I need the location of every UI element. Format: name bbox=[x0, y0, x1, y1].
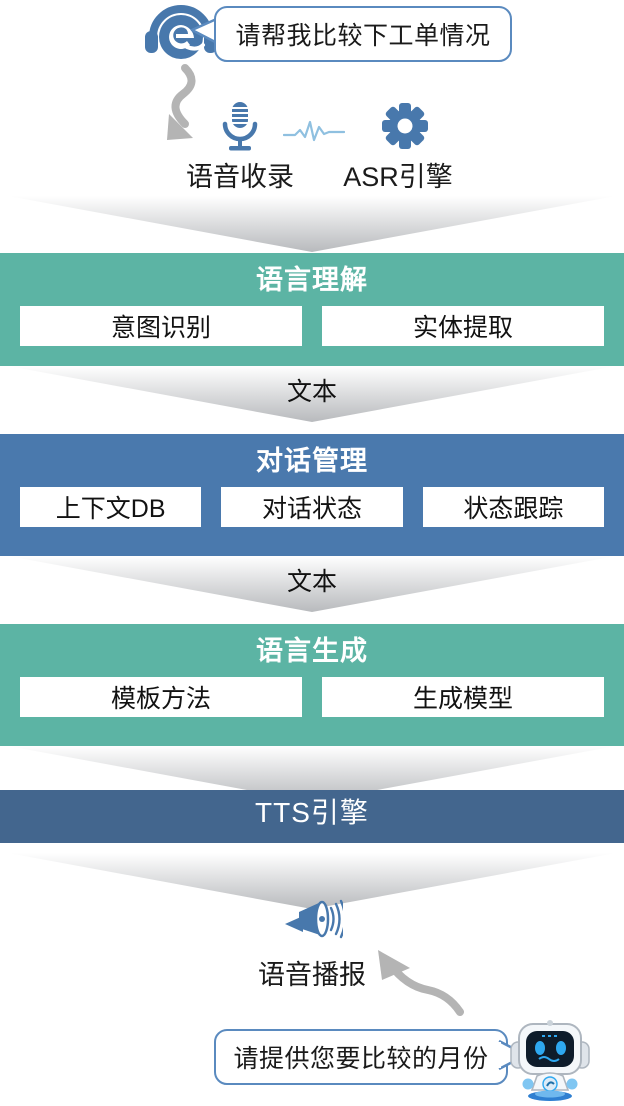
stage-item-template-method[interactable]: 模板方法 bbox=[20, 677, 302, 717]
microphone-icon bbox=[219, 100, 261, 152]
stage-tts-title: TTS引擎 bbox=[255, 797, 369, 828]
stage-nlu-items: 意图识别 实体提取 bbox=[0, 294, 624, 364]
stage-item-context-db[interactable]: 上下文DB bbox=[20, 487, 202, 527]
stage-nlu: 语言理解 意图识别 实体提取 bbox=[0, 253, 624, 366]
stage-nlu-title: 语言理解 bbox=[256, 265, 368, 295]
stage-nlg-title: 语言生成 bbox=[256, 636, 368, 666]
stage-tts-engine: TTS引擎 bbox=[0, 790, 624, 843]
label-voice-broadcast: 语音播报 bbox=[258, 960, 366, 990]
flow-connector-5 bbox=[0, 853, 624, 909]
curved-up-arrow-icon bbox=[366, 948, 468, 1020]
label-asr-engine: ASR引擎 bbox=[343, 162, 453, 192]
stage-nlg: 语言生成 模板方法 生成模型 bbox=[0, 624, 624, 746]
label-voice-capture: 语音收录 bbox=[186, 162, 294, 192]
flow-connector-2: 文本 bbox=[0, 366, 624, 422]
bot-speech-bubble: 请提供您要比较的月份 bbox=[214, 1029, 508, 1085]
stage-dialogue-management: 对话管理 上下文DB 对话状态 状态跟踪 bbox=[0, 434, 624, 556]
stage-item-state-tracking[interactable]: 状态跟踪 bbox=[422, 487, 604, 527]
user-speech-bubble: 请帮我比较下工单情况 bbox=[214, 6, 512, 62]
stage-item-intent-recognition[interactable]: 意图识别 bbox=[20, 306, 302, 346]
stage-item-entity-extraction[interactable]: 实体提取 bbox=[322, 306, 604, 346]
stage-item-generative-model[interactable]: 生成模型 bbox=[322, 677, 604, 717]
stage-dm-title: 对话管理 bbox=[256, 446, 368, 476]
flow-connector-1 bbox=[0, 196, 624, 252]
bot-utterance-text: 请提供您要比较的月份 bbox=[233, 1045, 489, 1073]
flow-connector-4 bbox=[0, 746, 624, 802]
stage-item-dialogue-state[interactable]: 对话状态 bbox=[221, 487, 403, 527]
megaphone-icon bbox=[283, 898, 347, 942]
robot-assistant-icon bbox=[509, 1016, 591, 1101]
flow-connector-2-label: 文本 bbox=[286, 378, 337, 406]
audio-waveform-icon bbox=[282, 118, 346, 144]
curved-down-arrow-icon bbox=[155, 62, 235, 150]
stage-dm-items: 上下文DB 对话状态 状态跟踪 bbox=[0, 475, 624, 545]
flow-connector-3: 文本 bbox=[0, 556, 624, 612]
gear-icon bbox=[382, 103, 428, 149]
stage-nlg-items: 模板方法 生成模型 bbox=[0, 665, 624, 735]
flow-connector-3-label: 文本 bbox=[286, 568, 337, 596]
user-utterance-text: 请帮我比较下工单情况 bbox=[235, 22, 491, 50]
